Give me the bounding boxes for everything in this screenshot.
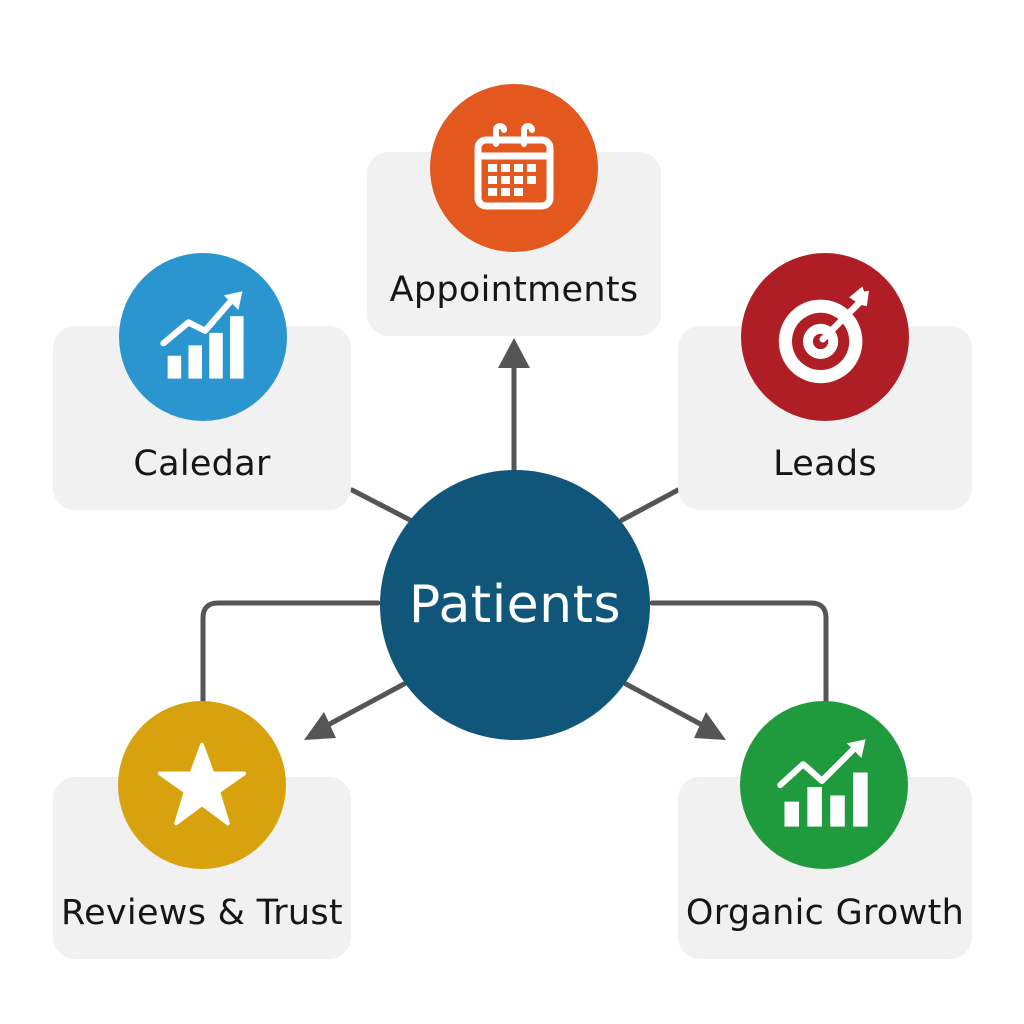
- badge-appointments: [430, 84, 598, 252]
- arrowhead-growth: [694, 712, 726, 740]
- node-label-leads: Leads: [773, 444, 877, 484]
- badge-growth: [740, 701, 908, 869]
- center-node: Patients: [380, 470, 650, 740]
- badge-reviews: [118, 701, 286, 869]
- node-label-growth: Organic Growth: [685, 893, 965, 933]
- center-label: Patients: [408, 575, 622, 635]
- calendar-icon: [474, 123, 554, 210]
- connector-growth: [623, 681, 707, 729]
- loop-connector-left: [200, 600, 381, 708]
- badge-leads: [741, 253, 909, 421]
- connector-reviews: [323, 681, 407, 729]
- node-label-appointments: Appointments: [389, 270, 639, 310]
- node-label-calendar: Caledar: [133, 444, 271, 484]
- bar-chart-trend-icon: [160, 291, 244, 379]
- connector-calendar: [349, 487, 413, 523]
- badge-calendar: [119, 253, 287, 421]
- loop-connector-right: [649, 600, 829, 708]
- star-icon: [157, 742, 247, 826]
- target-icon: [778, 286, 869, 384]
- growth-chart-icon: [777, 739, 868, 827]
- arrowhead-reviews: [304, 712, 336, 740]
- arrowhead-appointments: [498, 338, 530, 368]
- connector-leads: [619, 487, 681, 523]
- node-label-reviews: Reviews & Trust: [61, 893, 343, 933]
